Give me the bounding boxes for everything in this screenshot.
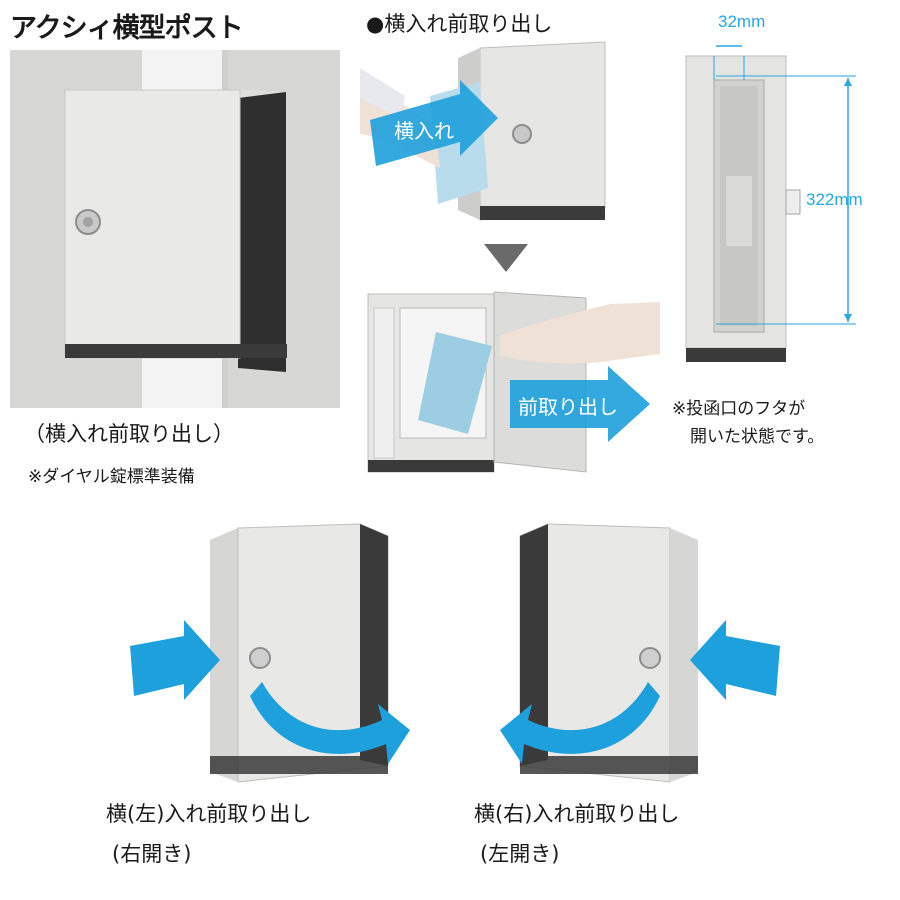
retrieve-photo: 前取り出し <box>367 291 660 473</box>
dial-lock-icon <box>249 647 271 669</box>
variant-2-line1: 横(右)入れ前取り出し <box>474 802 680 826</box>
retrieve-label: 前取り出し <box>518 395 618 419</box>
variant-1-line2: (右開き) <box>112 842 192 866</box>
dial-lock-icon <box>639 647 661 669</box>
variant-2-line2: (左開き) <box>480 842 560 866</box>
insert-label: 横入れ <box>394 119 454 143</box>
width-dimension-label: 32mm <box>718 12 766 31</box>
variant-left-insert-photo <box>130 523 410 783</box>
variant-right-insert-photo <box>500 523 780 783</box>
dimension-photo <box>685 45 856 362</box>
down-arrow-icon <box>484 244 528 272</box>
variant-1-line1: 横(左)入れ前取り出し <box>106 802 312 826</box>
photo-note: ※ダイヤル錠標準装備 <box>28 467 195 487</box>
height-dimension-label: 322mm <box>806 190 863 209</box>
insert-photo: 横入れ <box>360 41 606 221</box>
product-photo <box>10 50 340 408</box>
dimension-note-1: ※投函口のフタが <box>672 399 806 419</box>
product-title: アクシィ横型ポスト <box>10 13 244 44</box>
process-heading: ●横入れ前取り出し <box>366 12 553 36</box>
dial-lock-icon <box>512 124 532 144</box>
dimension-note-2: 開いた状態です。 <box>690 427 825 447</box>
photo-caption: （横入れ前取り出し） <box>24 422 234 446</box>
